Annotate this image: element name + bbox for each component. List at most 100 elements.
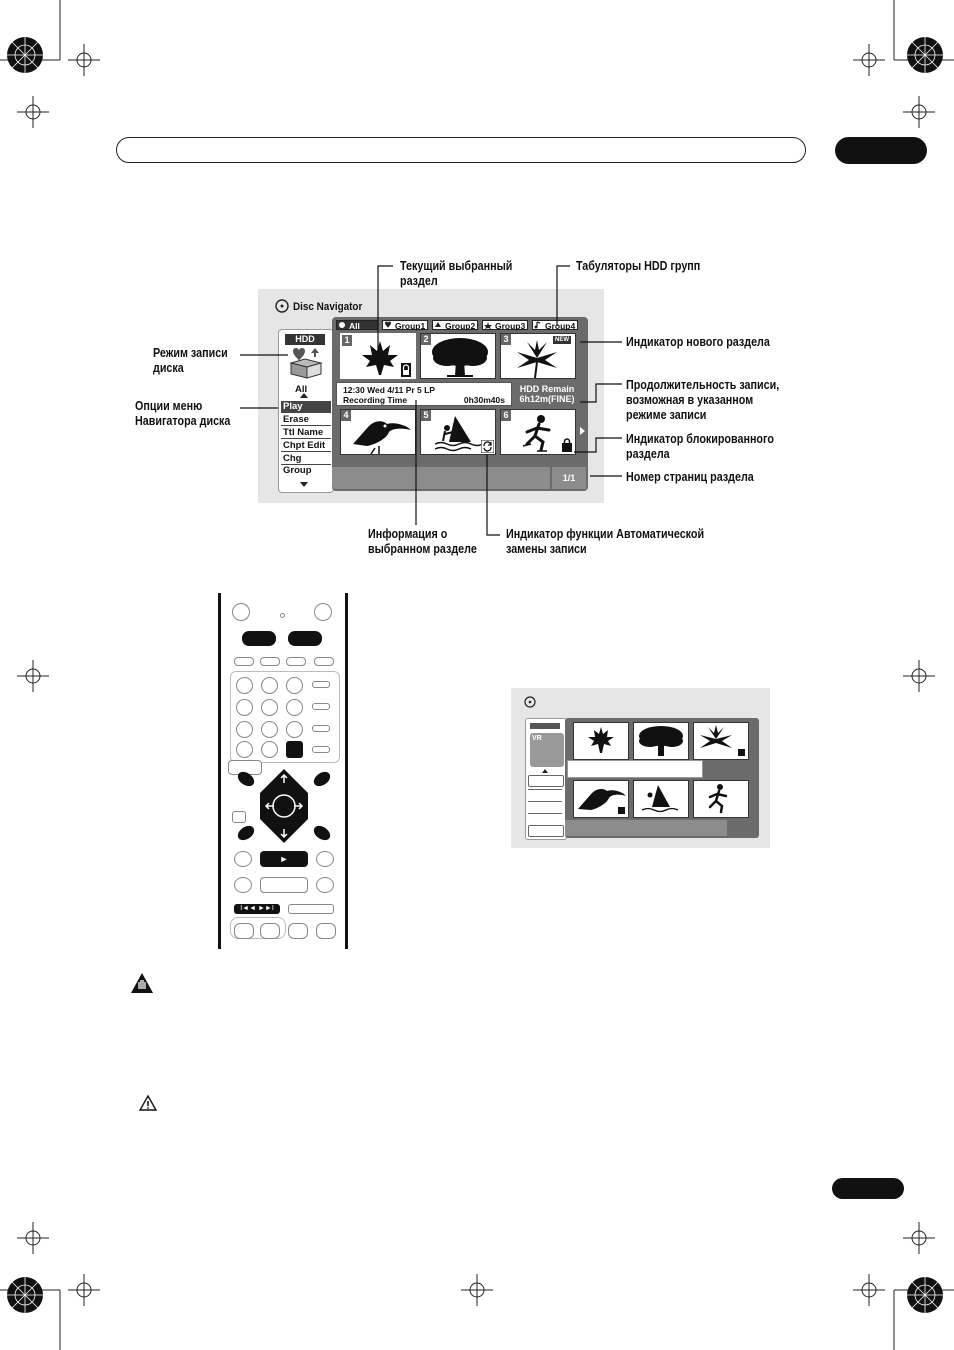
title-cell-4[interactable]: 4 — [340, 409, 416, 455]
title-cell-3[interactable]: 3 NEW — [500, 333, 576, 379]
transport-button[interactable] — [260, 923, 280, 939]
windsurfer-icon — [641, 785, 679, 813]
menu-item-erase[interactable]: Erase — [281, 414, 331, 426]
tab-group3[interactable]: Group3 — [482, 320, 528, 331]
standby-button[interactable] — [232, 603, 250, 621]
cell-number: 6 — [501, 410, 511, 421]
dvd-button[interactable] — [288, 631, 322, 646]
menu-item-play[interactable]: Play — [281, 401, 331, 413]
side-button[interactable] — [312, 703, 330, 710]
small-cell-4[interactable] — [573, 780, 629, 818]
highlighted-button[interactable] — [286, 741, 303, 758]
callout-text: Индикатор нового раздела — [626, 335, 770, 349]
small-cell-1[interactable] — [573, 722, 629, 760]
cell-number: 3 — [501, 334, 511, 345]
menu-slot[interactable] — [528, 775, 564, 787]
skater-icon — [522, 415, 551, 452]
title-grid: All Group1 Group2 Group3 Group4 1 2 — [332, 317, 588, 491]
menu-item-title-name[interactable]: Ttl Name — [281, 427, 331, 439]
menu-slot — [528, 813, 562, 814]
recording-time-value: 0h30m40s — [463, 395, 505, 405]
tab-group1[interactable]: Group1 — [382, 320, 428, 331]
small-cell-5[interactable] — [633, 780, 689, 818]
transport-button[interactable] — [316, 877, 334, 893]
info-line-1: 12:30 Wed 4/11 Pr 5 LP — [343, 385, 435, 395]
number-button[interactable] — [286, 677, 303, 694]
tree-icon — [432, 338, 488, 377]
toucan-icon — [578, 788, 626, 814]
menu-slot[interactable] — [528, 825, 564, 837]
menu-slot — [528, 789, 562, 790]
title-cell-5[interactable]: 5 — [420, 409, 496, 455]
transport-button[interactable] — [316, 851, 334, 867]
small-cell-3[interactable] — [693, 722, 749, 760]
number-button[interactable] — [261, 741, 278, 758]
number-button[interactable] — [236, 721, 253, 738]
func-button-3[interactable] — [286, 657, 306, 666]
tree-icon — [639, 726, 683, 756]
title-cell-2[interactable]: 2 — [420, 333, 496, 379]
menu-down-arrow-icon — [300, 482, 308, 487]
remote-control: ► I◄◄ ►►I — [218, 593, 348, 949]
menu-item-chapter-edit[interactable]: Chpt Edit — [281, 440, 331, 452]
cell-number: 2 — [421, 334, 431, 345]
side-button[interactable] — [312, 681, 330, 688]
selected-title-info: 12:30 Wed 4/11 Pr 5 LP Recording Time 0h… — [336, 382, 512, 406]
small-cell-6[interactable] — [693, 780, 749, 818]
transport-button[interactable] — [234, 923, 254, 939]
hdd-button[interactable] — [242, 631, 276, 646]
number-button[interactable] — [286, 699, 303, 716]
transport-button[interactable] — [316, 923, 336, 939]
tab-group2[interactable]: Group2 — [432, 320, 478, 331]
side-button[interactable] — [312, 725, 330, 732]
transport-button[interactable] — [288, 904, 334, 914]
small-side-panel: VR — [525, 718, 567, 840]
title-cell-6[interactable]: 6 — [500, 409, 576, 455]
callout-rec-time-left: Продолжительность записи, возможная в ук… — [626, 378, 779, 423]
side-panel: HDD All Play Erase Ttl Name Chpt Edit Ch… — [278, 329, 334, 493]
new-badge: NEW — [553, 336, 571, 344]
skater-icon — [708, 784, 728, 814]
direction-pad[interactable] — [232, 765, 336, 847]
number-button[interactable] — [236, 677, 253, 694]
transport-button[interactable] — [234, 851, 252, 867]
number-button[interactable] — [236, 699, 253, 716]
small-cell-2[interactable] — [633, 722, 689, 760]
side-button[interactable] — [312, 746, 330, 753]
transport-button[interactable] — [260, 877, 308, 893]
disc-navigator-title: Disc Navigator — [293, 301, 363, 313]
transport-button[interactable] — [234, 877, 252, 893]
lock-icon — [401, 363, 411, 377]
maple-leaf-icon — [362, 341, 398, 375]
tab-group4[interactable]: Group4 — [532, 320, 578, 331]
number-button[interactable] — [261, 699, 278, 716]
disc-navigator-logo-icon — [524, 696, 536, 708]
small-mode-badge — [530, 723, 560, 729]
callout-selected-info: Информация о выбранном разделе — [368, 527, 477, 557]
number-button[interactable] — [286, 721, 303, 738]
number-button[interactable] — [261, 721, 278, 738]
skip-buttons[interactable]: I◄◄ ►►I — [234, 904, 280, 914]
cell-number: 1 — [342, 335, 352, 346]
hdd-remain-value: 6h12m(FINE) — [519, 394, 575, 404]
page-count: 1/1 — [552, 467, 586, 489]
all-label: All — [295, 384, 308, 395]
recording-time-label: Recording Time — [343, 395, 408, 405]
callout-lines — [240, 265, 622, 536]
number-button[interactable] — [261, 677, 278, 694]
play-button[interactable]: ► — [260, 851, 308, 867]
func-button-4[interactable] — [314, 657, 334, 666]
func-button-1[interactable] — [234, 657, 254, 666]
next-page-arrow-icon[interactable] — [580, 427, 585, 435]
func-button-2[interactable] — [260, 657, 280, 666]
callout-text: Информация о выбранном разделе — [368, 527, 477, 556]
menu-item-change-group[interactable]: Chg Group — [281, 453, 331, 476]
open-close-button[interactable] — [314, 603, 332, 621]
cell-number: 4 — [341, 410, 351, 421]
toucan-icon — [353, 421, 411, 454]
small-status-bar — [565, 820, 727, 836]
return-button[interactable] — [232, 811, 246, 823]
hdd-group-icon — [289, 348, 323, 379]
number-button[interactable] — [236, 741, 253, 758]
transport-button[interactable] — [288, 923, 308, 939]
